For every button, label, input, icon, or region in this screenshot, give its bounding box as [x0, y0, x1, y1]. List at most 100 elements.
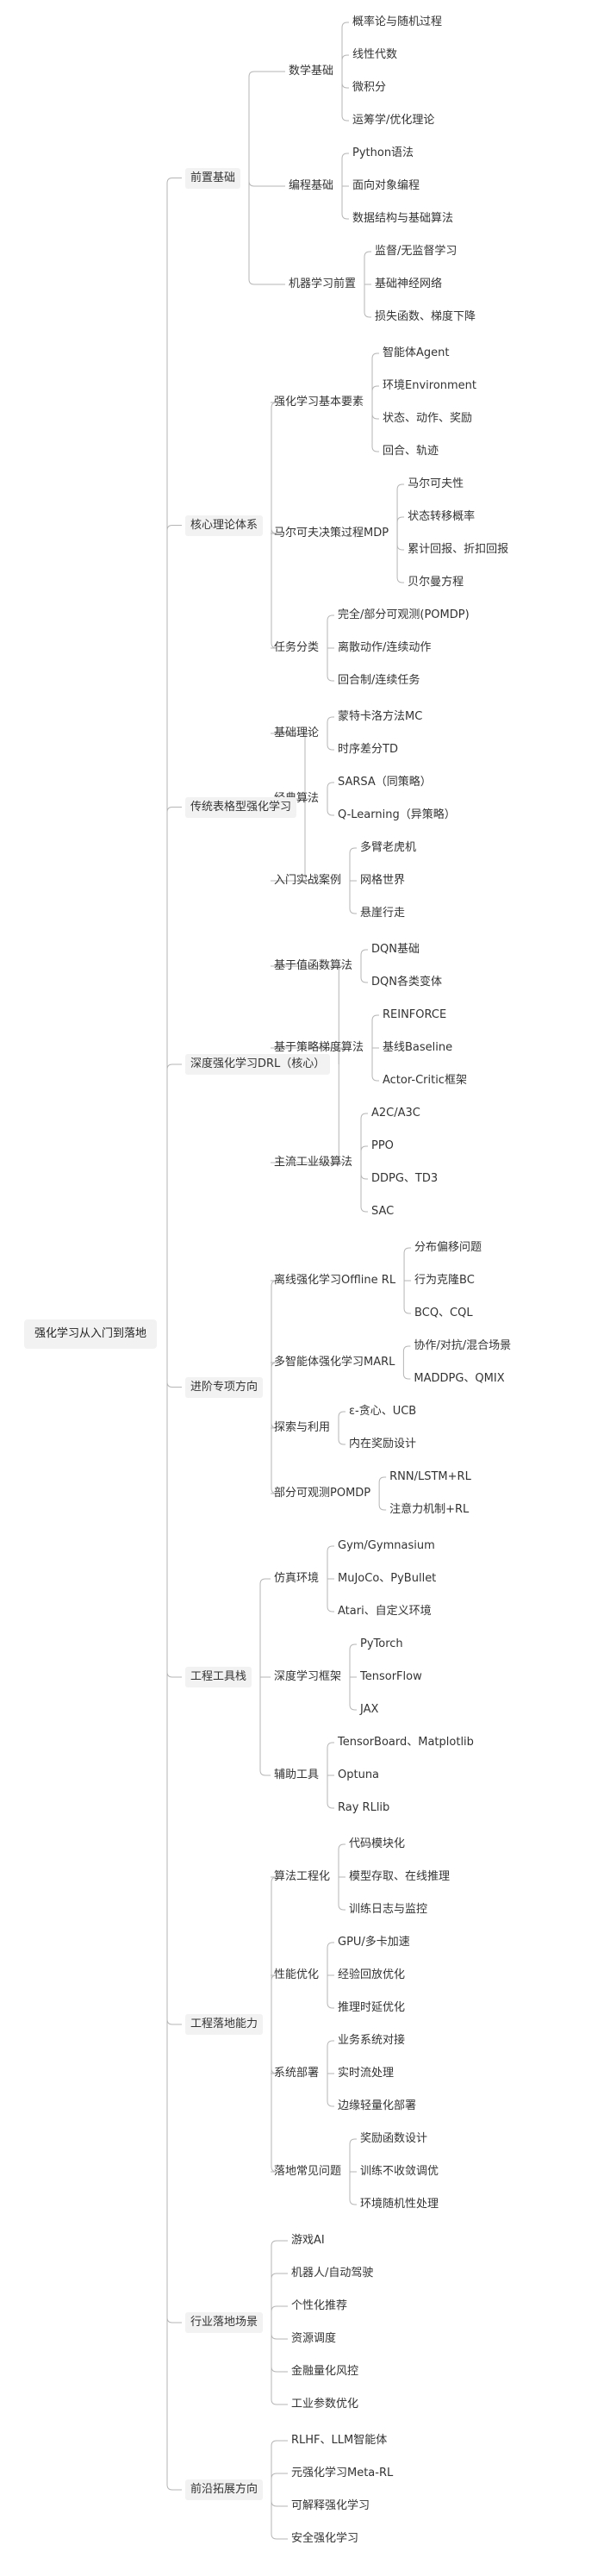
branch-node: 前置基础	[185, 167, 241, 189]
leaf-connector	[396, 533, 405, 551]
leaf-connector	[349, 847, 357, 881]
topic-connector	[271, 2323, 288, 2373]
leaf-node: 监督/无监督学习	[375, 245, 458, 258]
branch-connector	[166, 1333, 182, 1388]
topic-node: 基于值函数算法	[274, 959, 353, 972]
leaf-node: ε-贪心、UCB	[349, 1405, 417, 1418]
topic-connector	[271, 733, 311, 808]
topic-node: 离线强化学习Offline RL	[274, 1274, 396, 1287]
leaf-connector	[403, 1281, 412, 1314]
leaf-node: DDPG、TD3	[371, 1172, 439, 1185]
topic-node: 主流工业级算法	[274, 1156, 353, 1169]
leaf-node: BCQ、CQL	[414, 1307, 473, 1319]
leaf-node: 奖励函数设计	[360, 2132, 428, 2145]
leaf-connector	[327, 716, 334, 733]
leaf-connector	[360, 1163, 368, 1213]
leaf-node: 完全/部分可观测(POMDP)	[338, 608, 470, 621]
topic-connector	[271, 2323, 288, 2405]
leaf-node: 训练日志与监控	[349, 1903, 428, 1916]
leaf-node: SAC	[371, 1205, 395, 1218]
topic-node: 落地常见问题	[274, 2165, 342, 2178]
leaf-node: 分布偏移问题	[414, 1241, 482, 1254]
branch-node: 深度强化学习DRL（核心）	[185, 1054, 331, 1075]
leaf-node: REINFORCE	[383, 1008, 447, 1021]
leaf-node: PyTorch	[360, 1637, 403, 1650]
leaf-connector	[349, 2172, 357, 2205]
leaf-node: A2C/A3C	[371, 1107, 420, 1120]
leaf-node: 回合制/连续任务	[338, 674, 420, 687]
leaf-connector	[327, 614, 334, 648]
leaf-connector	[402, 1345, 411, 1363]
root-node: 强化学习从入门到落地	[24, 1319, 158, 1349]
leaf-connector	[360, 966, 368, 983]
topic-connector	[271, 525, 277, 649]
branch-node: 行业落地场景	[185, 2312, 264, 2333]
leaf-node: TensorFlow	[360, 1670, 422, 1683]
leaf-connector	[327, 2074, 334, 2107]
topic-node: 算法工程化	[274, 1870, 331, 1883]
leaf-node: 损失函数、梯度下降	[375, 310, 476, 323]
leaf-node: TensorBoard、Matplotlib	[338, 1736, 474, 1749]
leaf-connector	[338, 1411, 345, 1428]
leaf-connector	[327, 1742, 334, 1775]
topic-node: 深度学习框架	[274, 1670, 342, 1683]
topic-node: 机器学习前置	[289, 278, 357, 290]
leaf-connector	[371, 1048, 379, 1082]
topic-node: 可解释强化学习	[291, 2499, 370, 2512]
topic-node: 强化学习基本要素	[274, 396, 364, 409]
topic-node: RLHF、LLM智能体	[291, 2434, 388, 2447]
leaf-node: 业务系统对接	[338, 2034, 406, 2047]
leaf-node: Ray RLlib	[338, 1801, 390, 1814]
leaf-node: MADDPG、QMIX	[414, 1372, 505, 1385]
leaf-node: 时序差分TD	[338, 743, 398, 756]
leaf-node: 数据结构与基础算法	[352, 212, 454, 225]
topic-connector	[271, 2305, 288, 2323]
leaf-connector	[349, 1644, 357, 1677]
leaf-connector	[371, 402, 379, 420]
leaf-connector	[371, 402, 379, 452]
leaf-connector	[341, 72, 349, 122]
topic-node: 资源调度	[291, 2332, 337, 2345]
leaf-connector	[349, 1677, 357, 1711]
topic-connector	[248, 178, 285, 187]
leaf-node: 基础神经网络	[375, 278, 443, 290]
topic-node: 元强化学习Meta-RL	[291, 2467, 394, 2479]
leaf-connector	[327, 1579, 334, 1612]
topic-connector	[271, 2440, 288, 2490]
leaf-connector	[364, 284, 371, 318]
leaf-node: DQN各类变体	[371, 976, 442, 989]
leaf-connector	[371, 352, 379, 402]
topic-node: 数学基础	[289, 65, 334, 78]
leaf-node: 马尔可夫性	[408, 477, 464, 490]
topic-connector	[248, 71, 285, 178]
leaf-node: 状态转移概率	[408, 510, 476, 523]
leaf-connector	[341, 22, 349, 72]
branch-connector	[166, 1333, 182, 2323]
leaf-connector	[360, 1113, 368, 1163]
topic-node: 编程基础	[289, 179, 334, 192]
branch-node: 进阶专项方向	[185, 1376, 264, 1398]
topic-connector	[271, 1064, 345, 1163]
branch-connector	[166, 525, 182, 1334]
leaf-node: SARSA（同策略）	[338, 776, 432, 789]
leaf-node: Gym/Gymnasium	[338, 1539, 435, 1552]
leaf-connector	[349, 881, 357, 914]
leaf-node: 代码模块化	[349, 1837, 406, 1850]
leaf-connector	[360, 1163, 368, 1180]
topic-connector	[271, 1280, 277, 1388]
leaf-node: RNN/LSTM+RL	[389, 1470, 471, 1483]
leaf-node: 协作/对抗/混合场景	[414, 1339, 512, 1352]
leaf-connector	[360, 949, 368, 966]
topic-connector	[271, 2323, 288, 2340]
leaf-connector	[364, 251, 371, 284]
leaf-connector	[341, 186, 349, 220]
leaf-connector	[327, 1775, 334, 1809]
topic-node: 马尔可夫决策过程MDP	[274, 527, 389, 540]
leaf-node: 经验回放优化	[338, 1968, 406, 1981]
leaf-connector	[327, 1545, 334, 1579]
leaf-node: 注意力机制+RL	[389, 1503, 470, 1516]
leaf-connector	[338, 1877, 345, 1911]
leaf-connector	[378, 1476, 387, 1494]
